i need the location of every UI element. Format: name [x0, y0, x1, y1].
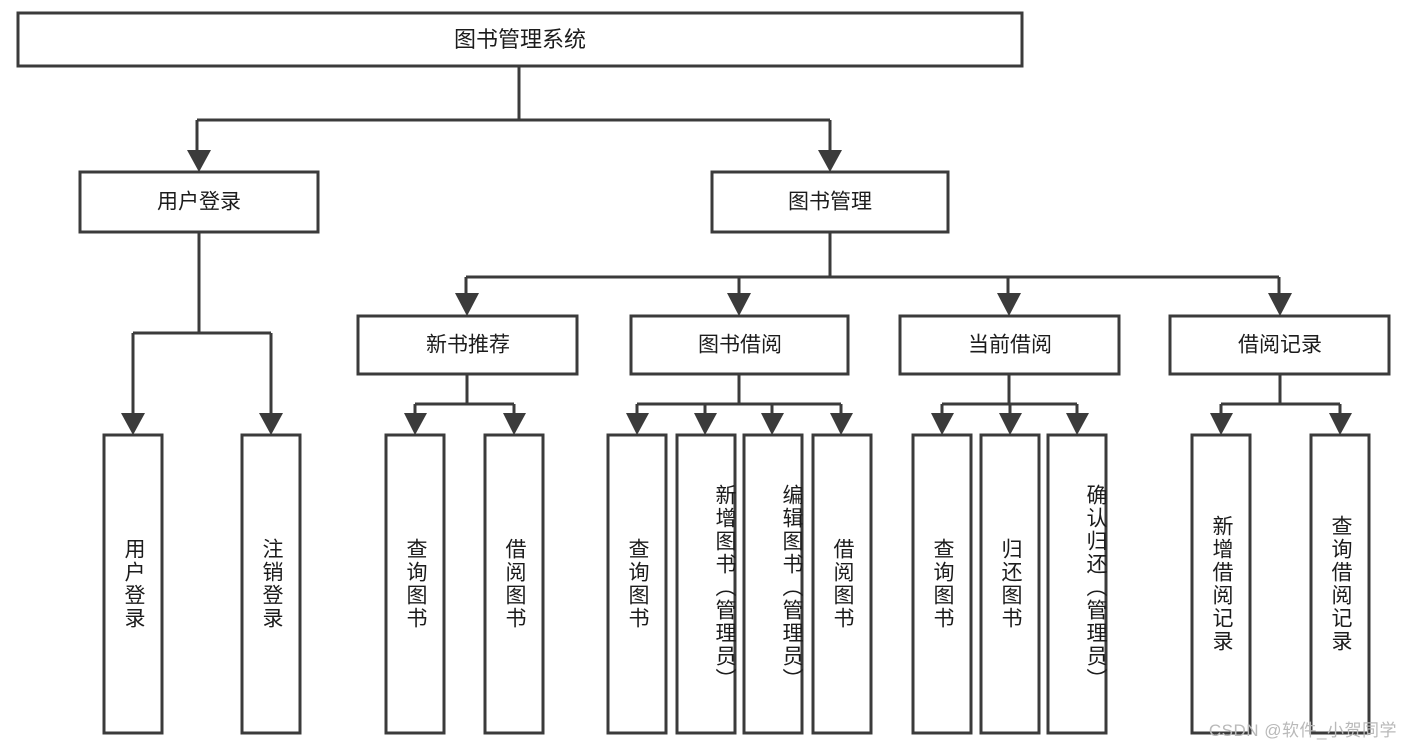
- node-box-leaf-current-borrow-3[interactable]: [1046, 433, 1108, 735]
- arrow-icon-root-bookmgmt: [818, 150, 842, 172]
- node-label-root: 图书管理系统: [454, 27, 586, 52]
- node-box-user-login[interactable]: [78, 170, 320, 234]
- arrow-icon-bookborrow-leaf3: [761, 413, 784, 435]
- node-layer: 图书管理系统 用户登录 图书管理 新书推荐 图书借阅 当前借阅 借阅记录: [16, 11, 1391, 735]
- node-box-leaf-book-borrow-1[interactable]: [606, 433, 668, 735]
- node-box-leaf-current-borrow-1[interactable]: [911, 433, 973, 735]
- node-box-new-book-recommend[interactable]: [356, 314, 579, 376]
- arrow-icon-bookborrow-leaf4: [830, 413, 853, 435]
- arrow-icon-newbook-leaf1: [404, 413, 427, 435]
- node-box-leaf-book-borrow-3[interactable]: [742, 433, 804, 735]
- node-box-root[interactable]: [16, 11, 1024, 68]
- node-label-book-borrow: 图书借阅: [698, 334, 782, 357]
- arrow-icon-borrowrecord-leaf2: [1329, 413, 1352, 435]
- node-box-leaf-new-book-2[interactable]: [483, 433, 545, 735]
- node-box-leaf-book-borrow-2[interactable]: [675, 433, 737, 735]
- node-box-leaf-user-login-1[interactable]: [102, 433, 164, 735]
- arrow-icon-newbook-leaf2: [503, 413, 526, 435]
- node-box-book-borrow[interactable]: [629, 314, 850, 376]
- arrow-icon-bookmgmt-currentborrow: [997, 293, 1021, 316]
- arrow-icon-userlogin-leaf1: [121, 413, 145, 435]
- node-label-current-borrow: 当前借阅: [968, 334, 1052, 357]
- arrow-icon-borrowrecord-leaf1: [1210, 413, 1233, 435]
- node-label-new-book-recommend: 新书推荐: [426, 334, 510, 357]
- arrow-icon-bookmgmt-borrowrecord: [1268, 293, 1292, 316]
- node-box-leaf-borrow-record-1[interactable]: [1190, 433, 1252, 735]
- node-box-leaf-book-borrow-4[interactable]: [811, 433, 873, 735]
- node-label-user-login: 用户登录: [157, 191, 241, 214]
- node-box-book-management[interactable]: [710, 170, 950, 234]
- node-box-leaf-new-book-1[interactable]: [384, 433, 446, 735]
- arrow-icon-bookmgmt-newbook: [455, 293, 479, 316]
- arrow-icon-currentborrow-leaf1: [931, 413, 954, 435]
- arrow-icon-root-userlogin: [187, 150, 211, 172]
- node-box-current-borrow[interactable]: [898, 314, 1121, 376]
- arrow-icon-bookborrow-leaf2: [694, 413, 717, 435]
- node-box-leaf-current-borrow-2[interactable]: [979, 433, 1041, 735]
- node-box-borrow-record[interactable]: [1168, 314, 1391, 376]
- arrow-icon-currentborrow-leaf3: [1066, 413, 1089, 435]
- arrow-icon-userlogin-leaf2: [259, 413, 283, 435]
- node-label-borrow-record: 借阅记录: [1238, 334, 1322, 357]
- node-label-book-management: 图书管理: [788, 191, 872, 214]
- node-box-leaf-user-login-2[interactable]: [240, 433, 302, 735]
- arrow-icon-currentborrow-leaf2: [999, 413, 1022, 435]
- watermark-label: CSDN @软件_小贺同学: [1208, 721, 1397, 740]
- node-box-leaf-borrow-record-2[interactable]: [1309, 433, 1371, 735]
- arrow-icon-bookmgmt-bookborrow: [727, 293, 751, 316]
- arrowhead-layer: [121, 150, 1352, 435]
- arrow-icon-bookborrow-leaf1: [626, 413, 649, 435]
